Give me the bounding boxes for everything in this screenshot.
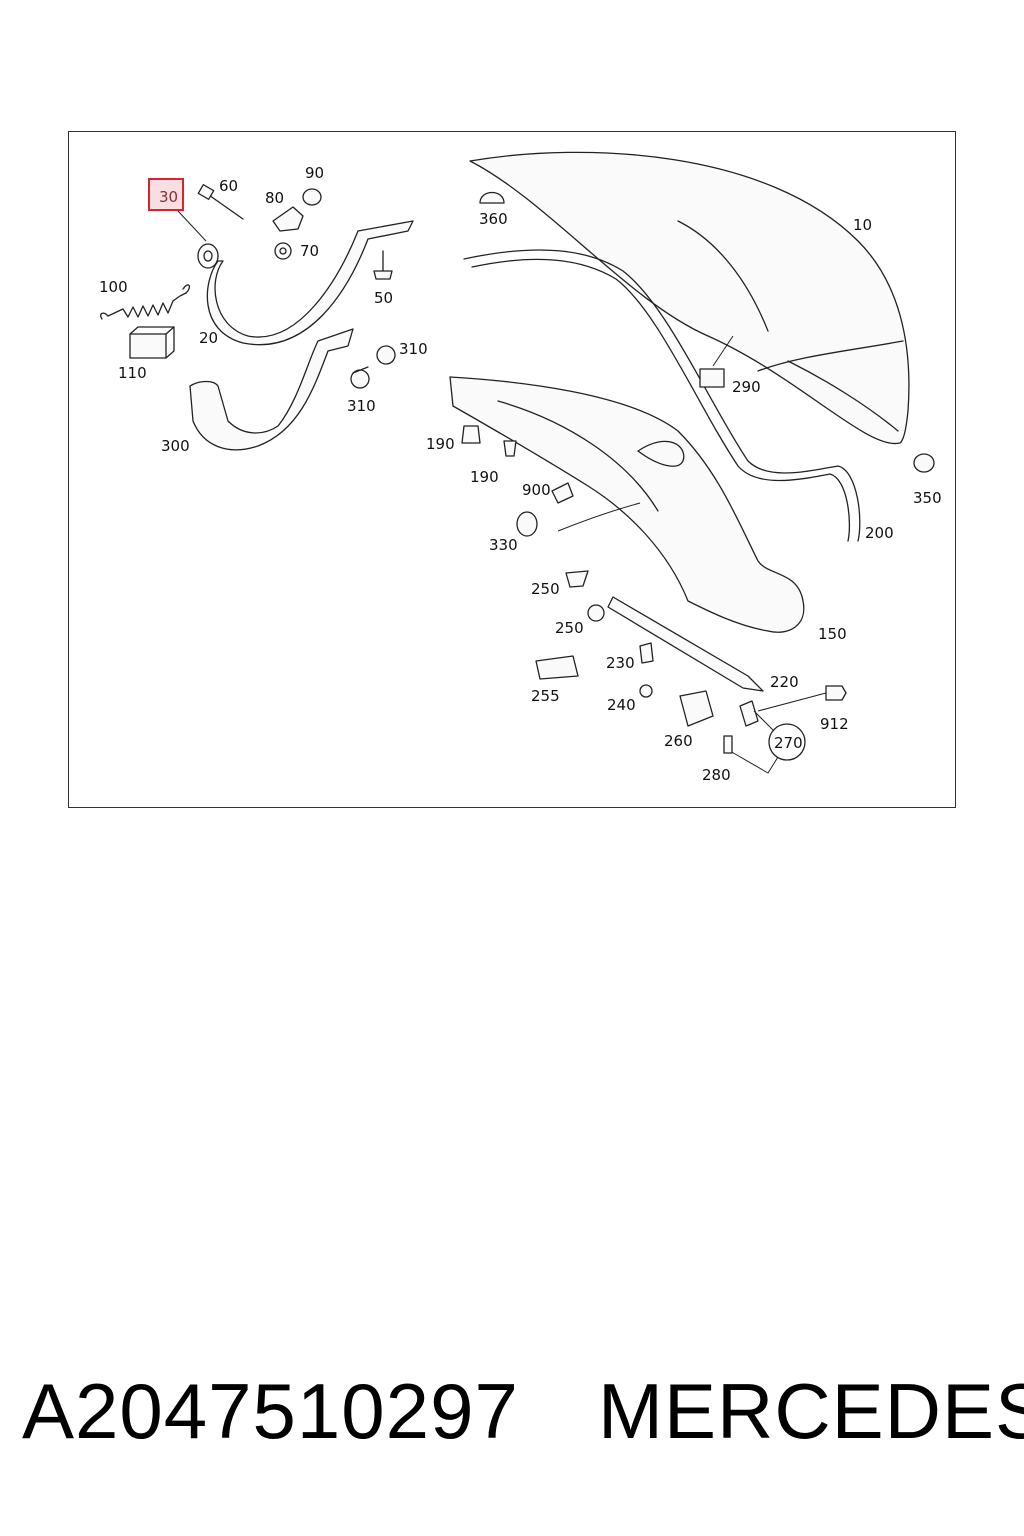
highlight-box-30 — [148, 178, 184, 211]
callout-90: 90 — [305, 164, 324, 182]
hinge-bolt — [197, 184, 244, 220]
callout-280: 280 — [702, 766, 731, 784]
callout-230: 230 — [606, 654, 635, 672]
callout-350: 350 — [913, 489, 942, 507]
exploded-parts-diagram: 10 20 30 50 60 70 80 90 100 110 150 190 … — [99, 151, 942, 784]
callout-250a: 250 — [531, 580, 560, 598]
callout-255: 255 — [531, 687, 560, 705]
bracket — [272, 206, 304, 232]
callout-80: 80 — [265, 189, 284, 207]
callout-260: 260 — [664, 732, 693, 750]
callout-912: 912 — [820, 715, 849, 733]
clip-230 — [639, 642, 654, 664]
washer-part-30 — [197, 243, 219, 269]
lamp-housing — [535, 655, 579, 680]
spring — [100, 284, 191, 320]
trunk-lid — [469, 151, 910, 445]
hinge-arm — [206, 220, 414, 346]
callout-310b: 310 — [347, 397, 376, 415]
pin-lower — [503, 440, 517, 457]
callout-190b: 190 — [470, 468, 499, 486]
grommet-330 — [516, 502, 641, 537]
callout-900: 900 — [522, 481, 551, 499]
bulb-280 — [723, 735, 733, 754]
callout-270: 270 — [774, 734, 803, 752]
connector-912 — [757, 685, 847, 712]
bulb-holder-270 — [729, 700, 806, 774]
pin-upper — [461, 425, 481, 444]
clip-lower — [350, 366, 370, 389]
footer: A2047510297 MERCEDES — [0, 1372, 1024, 1472]
callout-310a: 310 — [399, 340, 428, 358]
screw-240 — [639, 684, 653, 698]
hinge-cover — [189, 328, 354, 451]
striker — [699, 335, 734, 388]
callout-10: 10 — [853, 216, 872, 234]
callout-330: 330 — [489, 536, 518, 554]
fastener-upper — [565, 570, 589, 588]
brand-name: MERCEDES — [598, 1367, 1024, 1455]
rubber-block — [129, 326, 175, 359]
connector-900 — [551, 482, 574, 504]
callout-190a: 190 — [426, 435, 455, 453]
grommet — [479, 191, 505, 204]
clip-upper — [376, 345, 396, 365]
cap — [302, 188, 322, 206]
part-number: A2047510297 — [22, 1367, 519, 1455]
callout-240: 240 — [607, 696, 636, 714]
callout-250b: 250 — [555, 619, 584, 637]
buffer — [913, 453, 935, 473]
callout-100: 100 — [99, 278, 128, 296]
callout-70: 70 — [300, 242, 319, 260]
fastener-lower — [587, 604, 605, 622]
callout-60: 60 — [219, 177, 238, 195]
inner-trim-panel — [449, 376, 805, 633]
callout-150: 150 — [818, 625, 847, 643]
callout-300: 300 — [161, 437, 190, 455]
callout-200: 200 — [865, 524, 894, 542]
switch-260 — [679, 690, 714, 727]
callout-360: 360 — [479, 210, 508, 228]
trunk-seal — [463, 249, 861, 542]
callout-30: 30 — [159, 188, 178, 206]
trim-strip — [607, 596, 764, 692]
screw — [373, 250, 393, 280]
callout-50: 50 — [374, 289, 393, 307]
callout-290: 290 — [732, 378, 761, 396]
callout-220: 220 — [770, 673, 799, 691]
callout-20: 20 — [199, 329, 218, 347]
callout-110: 110 — [118, 364, 147, 382]
nut — [274, 242, 292, 260]
